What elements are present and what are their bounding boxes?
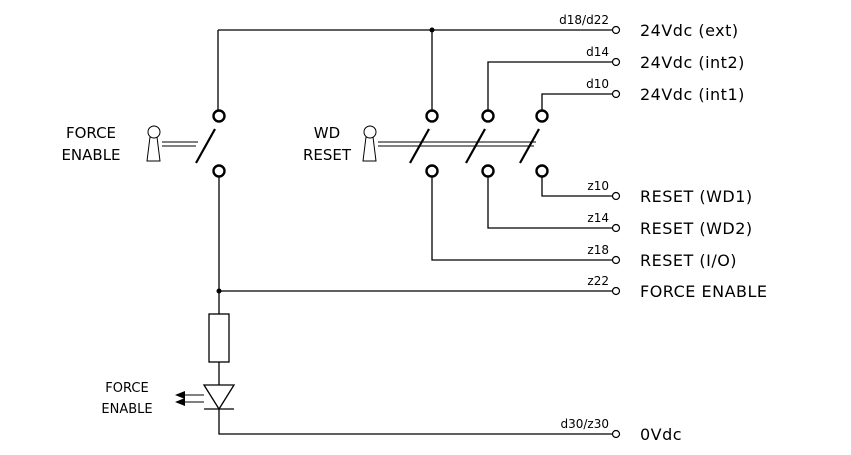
terminal-d10: [611, 89, 621, 99]
key-icon: [146, 125, 161, 162]
led-light-arrows: [175, 391, 204, 406]
pin-label: d10: [586, 77, 609, 91]
resistor: [208, 291, 230, 385]
signal-label: 24Vdc (int2): [640, 53, 745, 72]
terminal-d18-d22: [611, 25, 621, 35]
key-mechanical-link: [378, 141, 536, 147]
terminal-z18: [611, 255, 621, 265]
wd-reset-switch: [409, 109, 549, 178]
key-icon: [362, 125, 377, 162]
int2-supply-wire: [487, 61, 612, 112]
pin-label: d30/z30: [561, 417, 610, 431]
force-enable-output-wire: [216, 288, 612, 294]
signal-label: 24Vdc (int1): [640, 85, 745, 104]
terminal-z14: [611, 223, 621, 233]
signal-label: 24Vdc (ext): [640, 21, 739, 40]
pin-label: d14: [586, 45, 609, 59]
reset-wd2-wire: [487, 177, 612, 229]
key-mechanical-link: [162, 141, 198, 147]
pin-label: z14: [587, 211, 609, 225]
pin-label: z10: [587, 179, 609, 193]
terminal-z10: [611, 191, 621, 201]
reset-io-wire: [431, 177, 612, 261]
ext-supply-rail: [217, 27, 612, 112]
reset-wd1-wire: [541, 177, 612, 197]
signal-label: RESET (WD2): [640, 219, 753, 238]
signal-label: RESET (WD1): [640, 187, 753, 206]
wd-reset-switch-label: RESET: [303, 146, 352, 164]
led-diode: [202, 384, 612, 435]
signal-label: 0Vdc: [640, 425, 682, 444]
pin-label: z18: [587, 243, 609, 257]
pin-label: z22: [587, 274, 609, 288]
wd-reset-switch-label: WD: [314, 124, 340, 142]
pin-label: d18/d22: [559, 13, 609, 27]
int1-supply-wire: [541, 93, 612, 112]
terminal-d14: [611, 57, 621, 67]
led-label: ENABLE: [101, 402, 152, 417]
signal-label: RESET (I/O): [640, 251, 737, 270]
signal-label: FORCE ENABLE: [640, 282, 768, 301]
led-label: FORCE: [105, 381, 148, 396]
force-enable-switch-label: ENABLE: [61, 146, 120, 164]
terminal-z22: [611, 286, 621, 296]
terminal-d30-z30: [611, 429, 621, 439]
force-enable-switch: [195, 109, 226, 291]
force-enable-switch-label: FORCE: [66, 124, 116, 142]
